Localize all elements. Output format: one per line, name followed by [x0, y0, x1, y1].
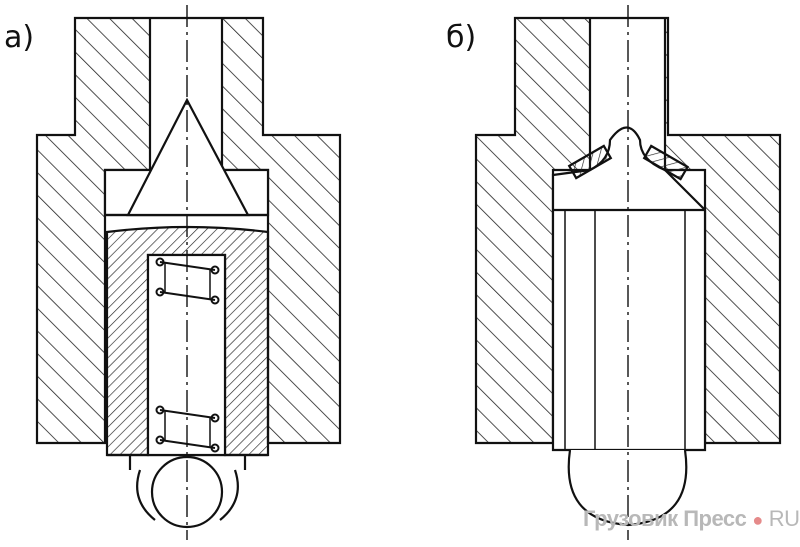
figure-label-a: а) — [4, 20, 35, 55]
watermark: Грузовик Пресс●RU — [583, 506, 800, 532]
body-a — [35, 16, 342, 529]
figure-label-b: б) — [446, 20, 477, 55]
cone-a — [126, 97, 250, 217]
watermark-dot: ● — [752, 510, 763, 530]
watermark-domain: RU — [768, 506, 800, 531]
watermark-name: Грузовик Пресс — [583, 506, 747, 531]
ball-a — [150, 455, 224, 529]
